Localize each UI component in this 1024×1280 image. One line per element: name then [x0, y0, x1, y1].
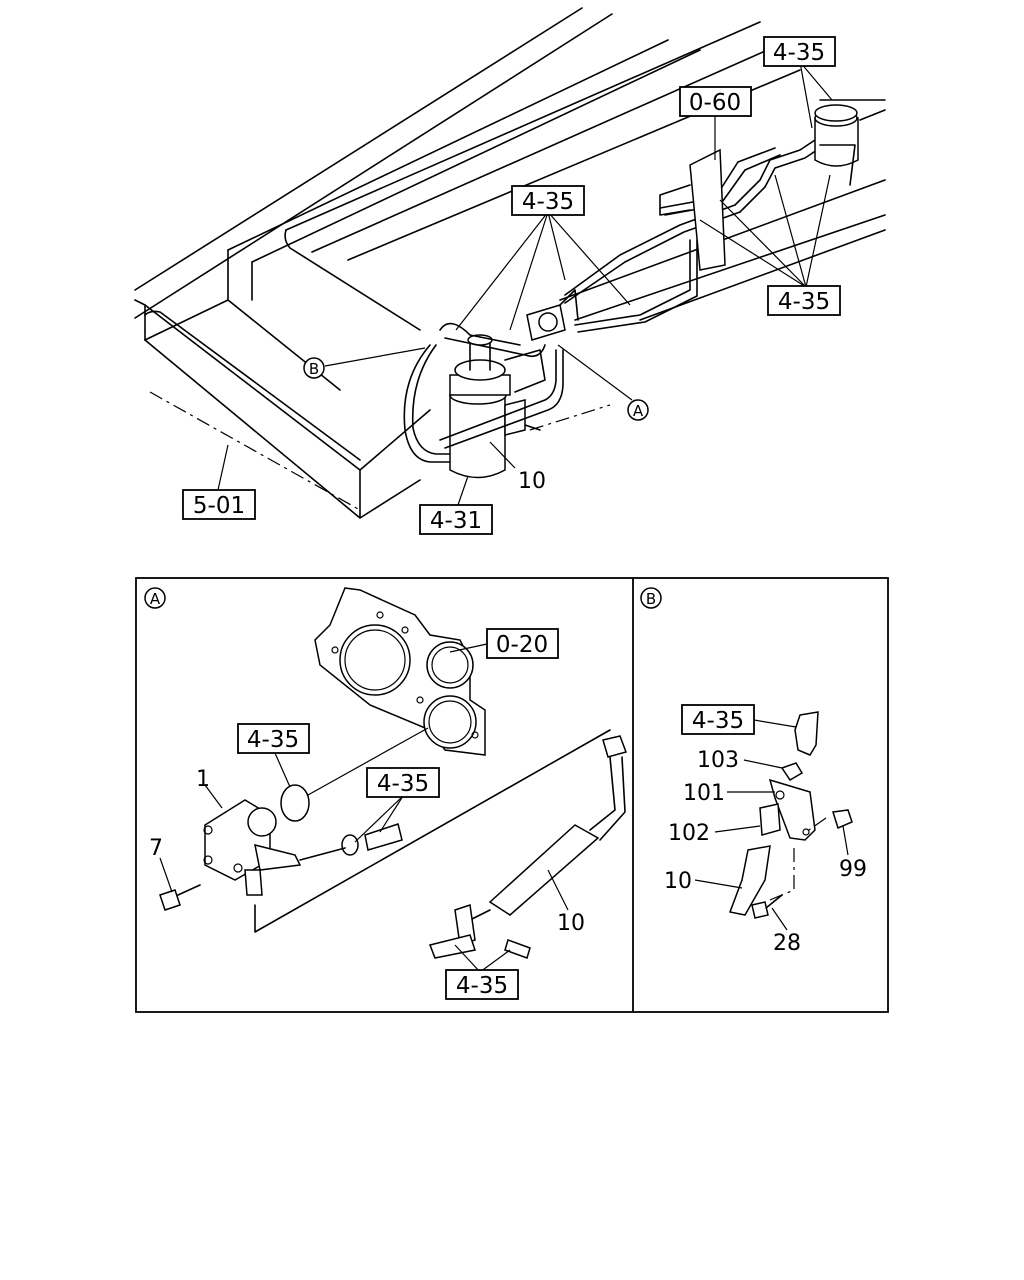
leader-o-ring	[274, 752, 291, 788]
part-number-10-a: 10	[557, 911, 585, 936]
svg-text:B: B	[309, 360, 319, 378]
svg-text:4-35: 4-35	[247, 727, 299, 753]
leader-10-b	[694, 879, 743, 889]
leader-1	[204, 784, 223, 809]
pipe-fitting-a-bottom	[428, 904, 531, 959]
bracket-101	[768, 778, 816, 841]
nut-103	[780, 762, 804, 782]
part-number-10-top: 10	[518, 469, 546, 494]
o-ring	[280, 784, 310, 822]
ref-box-tank-top: 4-35	[763, 36, 836, 67]
svg-text:4-35: 4-35	[773, 40, 825, 66]
leader-102	[714, 825, 761, 833]
hose-end-10-b	[728, 845, 771, 916]
power-steering-pump-top	[526, 289, 579, 341]
part-number-1: 1	[196, 767, 210, 792]
leader-7	[159, 857, 173, 893]
svg-text:0-20: 0-20	[496, 632, 548, 658]
ref-box-0-20: 0-20	[486, 628, 559, 659]
leader-103	[743, 759, 783, 769]
svg-text:5-01: 5-01	[193, 493, 245, 519]
leader-b-top	[753, 719, 803, 729]
callout-a-panel: A	[144, 587, 166, 609]
ref-box-center-top: 4-35	[511, 185, 585, 216]
detail-frame	[135, 577, 889, 1013]
part-number-99: 99	[839, 857, 867, 882]
svg-text:A: A	[150, 590, 161, 608]
pump-mounting-plate	[314, 587, 486, 756]
leader-a-hose-1	[379, 795, 404, 833]
svg-text:4-35: 4-35	[692, 708, 744, 734]
leader-28	[771, 907, 788, 931]
part-number-102: 102	[668, 821, 710, 846]
leader-0-20	[449, 643, 488, 653]
bracket-0-60	[659, 148, 726, 271]
ref-box-right-mid: 4-35	[767, 285, 841, 316]
hydraulic-lines	[403, 139, 821, 463]
return-hose-10	[254, 729, 627, 933]
centerline	[149, 391, 361, 511]
callout-b-panel: B	[640, 587, 662, 609]
leader-lines-top	[217, 61, 833, 506]
ref-box-a-hose: 4-35	[366, 767, 440, 798]
leader-a-hose-2	[354, 795, 404, 843]
svg-text:4-35: 4-35	[778, 289, 830, 315]
svg-text:4-35: 4-35	[377, 771, 429, 797]
ref-box-0-60: 0-60	[679, 86, 752, 117]
part-number-10-b: 10	[664, 869, 692, 894]
svg-text:0-60: 0-60	[689, 90, 741, 116]
svg-text:4-35: 4-35	[522, 189, 574, 215]
centerline-2	[529, 404, 611, 431]
power-steering-pump	[203, 799, 302, 896]
ref-box-a-oring: 4-35	[237, 723, 310, 754]
ref-box-4-31: 4-31	[419, 504, 493, 535]
leader-a-10	[547, 869, 569, 911]
bolt-28	[751, 894, 783, 919]
part-number-28: 28	[773, 931, 801, 956]
part-number-7: 7	[149, 836, 163, 861]
chassis-frame	[134, 7, 886, 519]
bolt-7	[159, 884, 201, 911]
hose-end-fitting	[794, 711, 819, 756]
hose-fitting-a	[341, 823, 403, 856]
callout-b-top: B	[303, 357, 325, 379]
callout-a-top: A	[627, 399, 649, 421]
assembly-line-b	[769, 817, 827, 901]
part-number-101: 101	[683, 781, 725, 806]
svg-text:4-35: 4-35	[456, 973, 508, 999]
oil-tank	[814, 104, 859, 186]
connector-102	[759, 803, 781, 836]
svg-text:A: A	[633, 402, 644, 420]
leader-o-ring-plate	[307, 727, 429, 796]
leader-a-bottom-2	[479, 949, 511, 973]
leader-99	[842, 825, 849, 856]
svg-text:4-31: 4-31	[430, 508, 482, 534]
nut-99	[832, 809, 853, 830]
ref-box-a-bottom: 4-35	[445, 969, 519, 1000]
part-number-103: 103	[697, 748, 739, 773]
leader-a-bottom-1	[454, 944, 481, 973]
svg-text:B: B	[646, 590, 656, 608]
ref-box-5-01: 5-01	[182, 489, 256, 520]
ref-box-b-top: 4-35	[681, 704, 755, 735]
